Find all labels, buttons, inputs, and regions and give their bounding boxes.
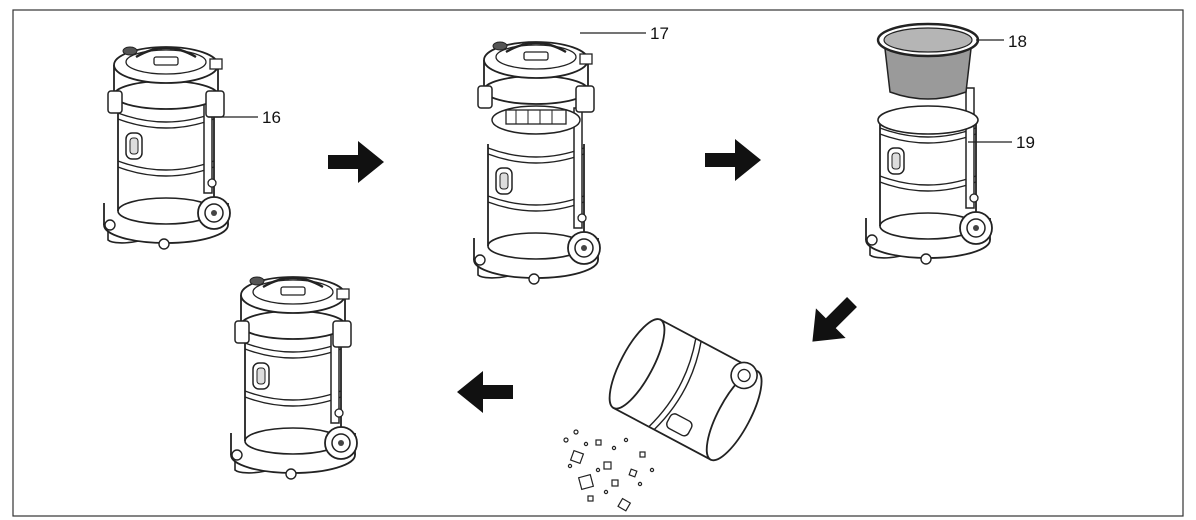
vacuum-step-reassembled [231,277,357,479]
callout-16: 16 [262,108,281,127]
vacuum-step-lid-removed [474,42,600,284]
vacuum-step-assembled [104,47,230,249]
callout-19: 19 [1016,133,1035,152]
callout-18: 18 [1008,32,1027,51]
callout-17: 17 [650,24,669,43]
